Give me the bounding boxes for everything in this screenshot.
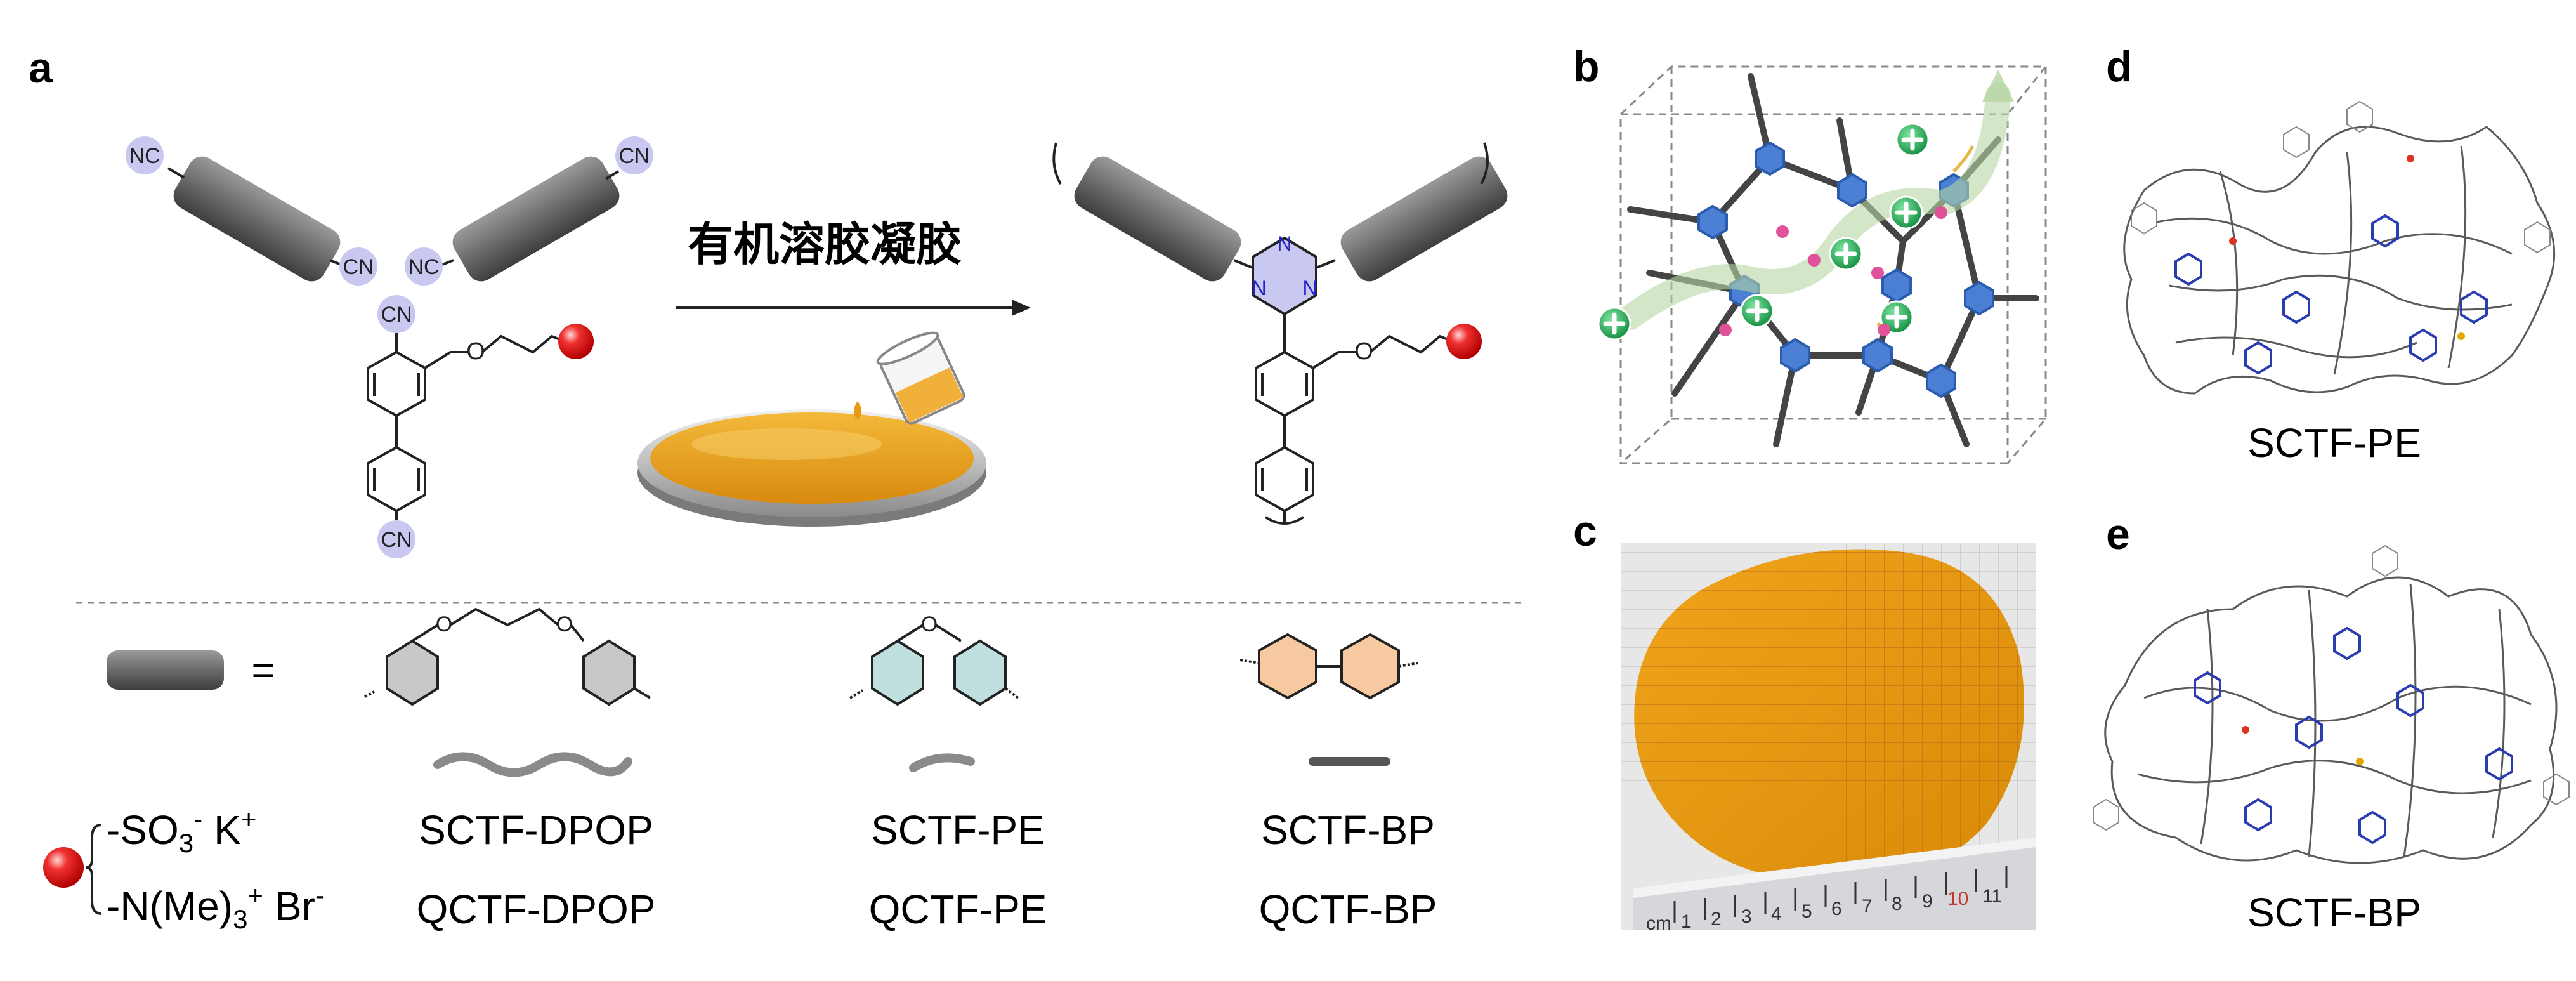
structure-label-d: SCTF-PE <box>2247 420 2421 466</box>
svg-text:7: 7 <box>1862 896 1873 917</box>
petri-dish-illustration <box>637 331 986 527</box>
svg-text:CN: CN <box>381 528 412 552</box>
nitrile-group: CN <box>377 295 415 333</box>
linker-dpop: O O <box>364 607 651 777</box>
ruler: cm 1 2 3 4 5 6 7 8 9 10 11 <box>1633 838 2036 934</box>
svg-text:5: 5 <box>1801 901 1812 922</box>
panel-label-b: b <box>1573 43 1600 91</box>
linker-rod-left <box>173 156 341 282</box>
svg-text:2: 2 <box>1711 909 1722 930</box>
svg-text:CN: CN <box>381 303 412 327</box>
svg-text:CN: CN <box>343 255 374 279</box>
nitrile-group: CN <box>339 247 377 286</box>
structure-sctf-pe <box>2123 100 2556 395</box>
svg-text:O: O <box>436 612 452 636</box>
panel-label-c: c <box>1573 507 1597 555</box>
functional-group-ball <box>558 324 594 359</box>
svg-text:N: N <box>1277 232 1291 255</box>
svg-text:O: O <box>921 612 938 636</box>
linker-rod-right <box>452 156 620 282</box>
linker-q-name: QCTF-PE <box>869 886 1047 932</box>
panel-label-e: e <box>2106 510 2130 558</box>
linker-q-name: QCTF-DPOP <box>417 886 656 932</box>
ammonium-label: -N(Me)3+Br- <box>107 880 324 934</box>
structure-label-e: SCTF-BP <box>2247 890 2421 935</box>
biphenyl-core <box>367 333 568 520</box>
svg-text:6: 6 <box>1831 899 1842 919</box>
film-photo: cm 1 2 3 4 5 6 7 8 9 10 11 <box>1621 543 2036 934</box>
functional-group-ball <box>1446 324 1482 359</box>
linker-bp <box>1239 633 1418 766</box>
functional-group-ball-legend <box>43 847 84 888</box>
panel-label-d: d <box>2106 43 2133 91</box>
svg-text:11: 11 <box>1982 886 2002 907</box>
svg-text:N: N <box>1252 277 1266 300</box>
reaction-label: 有机溶胶凝胶 <box>688 218 962 271</box>
nitrile-group: NC <box>405 247 443 286</box>
svg-text:4: 4 <box>1771 904 1782 925</box>
svg-text:CN: CN <box>618 144 650 168</box>
svg-text:O: O <box>1354 338 1373 365</box>
nitrile-group: CN <box>615 136 653 174</box>
svg-text:8: 8 <box>1892 893 1902 914</box>
linker-s-name: SCTF-BP <box>1261 807 1435 853</box>
linker-s-name: SCTF-PE <box>871 807 1045 853</box>
svg-text:9: 9 <box>1922 891 1933 912</box>
linker-s-name: SCTF-DPOP <box>419 807 653 853</box>
linker-rod-legend <box>107 650 224 690</box>
svg-text:O: O <box>556 612 573 636</box>
svg-text:NC: NC <box>129 144 160 168</box>
svg-text:10: 10 <box>1947 888 1968 909</box>
equals-sign: = <box>251 647 275 693</box>
brace <box>85 824 102 915</box>
monomer: NC CN NC CN CN CN <box>126 136 653 558</box>
nitrile-group: CN <box>377 520 415 558</box>
nitrile-group: NC <box>126 136 164 174</box>
panel-label-a: a <box>29 44 53 92</box>
linker-q-name: QCTF-BP <box>1259 886 1437 932</box>
svg-text:N: N <box>1302 277 1317 300</box>
svg-text:NC: NC <box>408 255 439 279</box>
linker-pe: O <box>849 612 1019 772</box>
structure-sctf-bp <box>2093 544 2570 864</box>
svg-text:cm: cm <box>1646 913 1671 934</box>
svg-text:3: 3 <box>1741 906 1752 927</box>
network-cube <box>1597 65 2048 464</box>
svg-text:O: O <box>466 338 485 365</box>
sulfonate-label: -SO3-K+ <box>107 804 256 858</box>
reaction-arrow <box>676 300 1031 316</box>
svg-text:1: 1 <box>1681 911 1692 932</box>
